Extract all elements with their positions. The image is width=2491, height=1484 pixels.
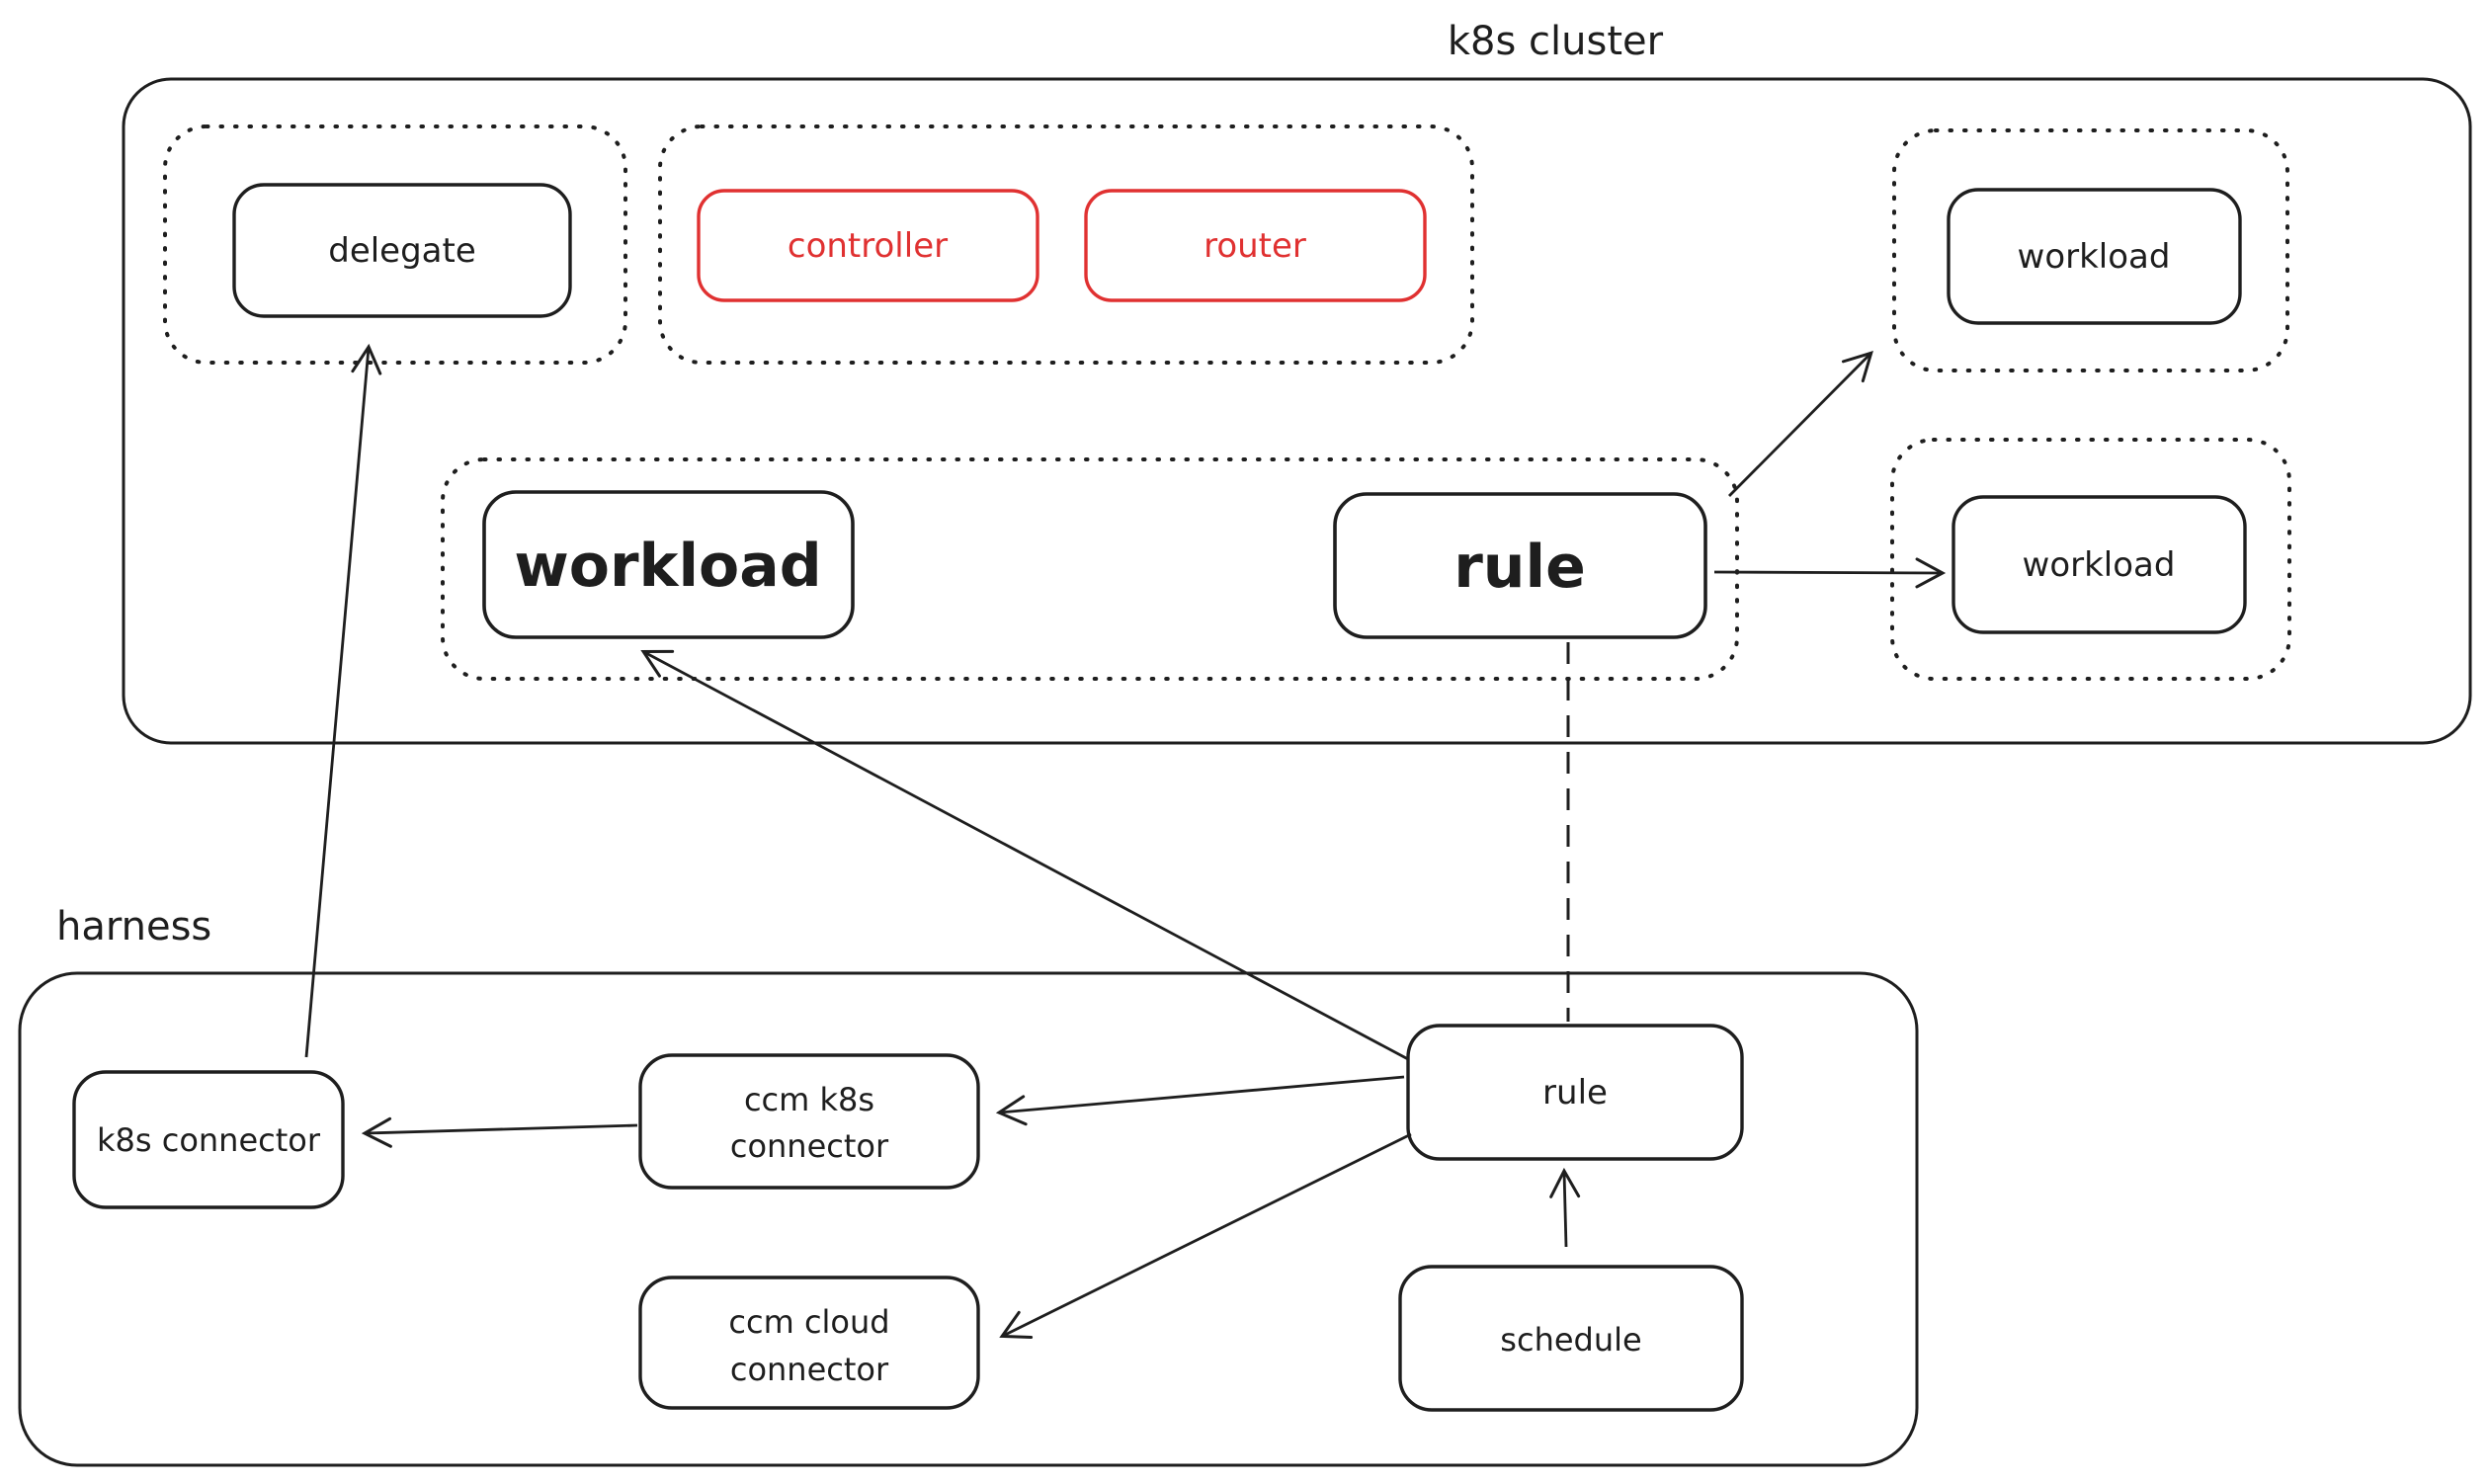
ccm-k8s-connector-node-label-line1: ccm k8s [744,1081,874,1118]
k8s-connector-node [72,1070,345,1209]
rule-harness-node-label: rule [1542,1073,1608,1113]
workload-rule-group-dotted-box [441,457,1739,681]
arrow-schedule-to-rule-harness [1549,1167,1581,1248]
harness-box [18,971,1919,1467]
rule-cluster-node [1333,492,1707,639]
workload-top-right-node [1947,188,2242,325]
controller-node-label: controller [788,226,948,266]
ccm-cloud-connector-node [638,1276,980,1410]
schedule-node-label: schedule [1500,1321,1641,1359]
controller-node [697,189,1039,302]
rule-cluster-node-label: rule [1453,533,1586,602]
router-node-label: router [1204,226,1306,266]
arrow-rule-harness-to-ccm-cloud-connector [999,1132,1412,1339]
router-node [1084,189,1427,302]
schedule-node [1398,1265,1744,1412]
ccm-cloud-connector-node-label-line2: connector [730,1351,889,1388]
ccm-cloud-connector-node-label-line1: ccm cloud [728,1303,889,1341]
harness-label: harness [56,904,211,949]
workload-right-group-dotted-box [1890,438,2291,681]
workload-top-right-node-label: workload [2018,237,2171,277]
delegate-group-dotted-box [163,124,627,365]
arrow-ccm-k8s-connector-to-k8s-connector [361,1116,638,1148]
arrow-rule-harness-to-ccm-k8s-connector [995,1075,1405,1126]
ccm-k8s-connector-node [638,1053,980,1190]
controller-router-group-dotted-box [658,124,1474,365]
workload-main-node-label: workload [514,532,821,601]
delegate-node-label: delegate [328,231,476,271]
ccm-k8s-connector-node-label-line2: connector [730,1127,889,1165]
k8s-connector-node-label: k8s connector [97,1121,321,1159]
arrow-k8s-connector-to-delegate [304,343,382,1058]
delegate-node [232,183,572,318]
k8s-cluster-label: k8s cluster [1448,19,1664,64]
k8s-cluster-box [122,77,2472,745]
arrow-rule-cluster-to-workload-top-right [1728,351,1873,497]
arrow-rule-harness-to-workload-main [640,649,1409,1061]
rule-harness-node [1406,1024,1744,1161]
workload-right-node [1951,495,2247,634]
workload-right-node-label: workload [2023,545,2176,585]
workload-main-node [482,490,855,639]
arrow-rule-cluster-to-workload-right [1713,557,1947,589]
